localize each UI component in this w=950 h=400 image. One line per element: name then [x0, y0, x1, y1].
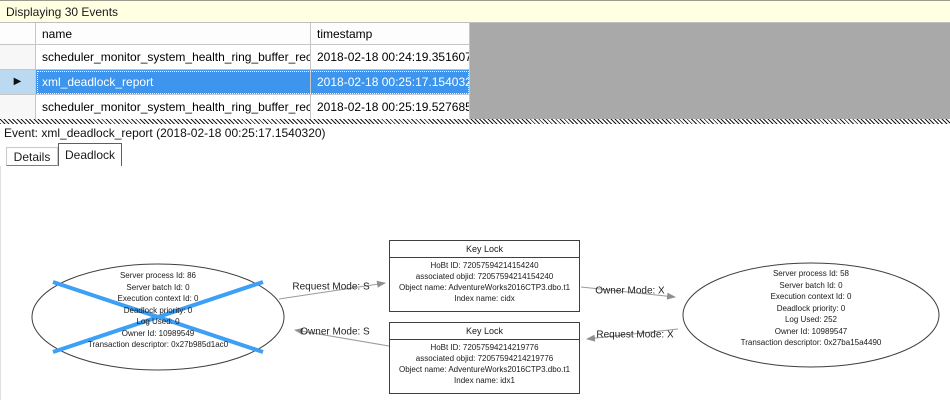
key-lock-details: HoBt ID: 72057594214219776 associated ob… — [398, 343, 571, 385]
key-lock-title: Key Lock — [390, 241, 579, 258]
victim-cross-line-2 — [52, 280, 264, 354]
tab-details[interactable]: Details — [6, 147, 58, 166]
grid-header-row: name timestamp — [0, 23, 470, 45]
key-lock-details: HoBt ID: 72057594214154240 associated ob… — [398, 261, 571, 303]
events-grid-table: name timestamp scheduler_monitor_system_… — [0, 23, 470, 120]
horizontal-splitter[interactable] — [0, 119, 950, 124]
process-node-left[interactable] — [31, 263, 285, 371]
event-detail-tabs: Details Deadlock — [0, 142, 950, 166]
edge-request-s — [278, 280, 386, 300]
edge-request-x — [586, 328, 679, 342]
key-lock-title: Key Lock — [390, 323, 579, 340]
deadlock-graph-shapes — [31, 262, 940, 371]
column-header-timestamp[interactable]: timestamp — [311, 23, 470, 45]
event-timestamp-cell[interactable]: 2018-02-18 00:24:19.3516078 — [311, 45, 470, 70]
event-row-1-selected[interactable]: ▶ xml_deadlock_report 2018-02-18 00:25:1… — [0, 70, 470, 95]
key-lock-node-top[interactable]: Key Lock HoBt ID: 72057594214154240 asso… — [389, 240, 580, 312]
event-name-cell[interactable]: xml_deadlock_report — [36, 70, 311, 95]
selected-event-bar: Event: xml_deadlock_report (2018-02-18 0… — [0, 124, 950, 142]
row-indicator-cell: ▶ — [0, 70, 36, 95]
row-indicator-cell — [0, 95, 36, 120]
edge-owner-x — [580, 286, 676, 300]
current-row-arrow-icon: ▶ — [13, 76, 22, 87]
key-lock-node-bottom[interactable]: Key Lock HoBt ID: 72057594214219776 asso… — [389, 322, 580, 394]
events-count-bar: Displaying 30 Events — [0, 0, 950, 23]
row-indicator-cell — [0, 45, 36, 70]
edge-owner-s — [294, 327, 390, 347]
grid-corner-cell[interactable] — [0, 23, 36, 45]
events-grid: name timestamp scheduler_monitor_system_… — [0, 23, 950, 120]
event-timestamp-cell[interactable]: 2018-02-18 00:25:17.1540320 — [311, 70, 470, 95]
column-header-name[interactable]: name — [36, 23, 311, 45]
selected-event-label: Event: xml_deadlock_report (2018-02-18 0… — [4, 126, 326, 140]
process-node-right[interactable] — [682, 262, 940, 368]
event-row-0[interactable]: scheduler_monitor_system_health_ring_buf… — [0, 45, 470, 70]
event-timestamp-cell[interactable]: 2018-02-18 00:25:19.5276859 — [311, 95, 470, 120]
event-row-2[interactable]: scheduler_monitor_system_health_ring_buf… — [0, 95, 470, 120]
event-name-cell[interactable]: scheduler_monitor_system_health_ring_buf… — [36, 95, 311, 120]
deadlock-graph-canvas: Server process Id: 86 Server batch Id: 0… — [0, 166, 950, 400]
events-count-label: Displaying 30 Events — [6, 4, 119, 19]
event-name-cell[interactable]: scheduler_monitor_system_health_ring_buf… — [36, 45, 311, 70]
tab-deadlock[interactable]: Deadlock — [58, 143, 122, 166]
